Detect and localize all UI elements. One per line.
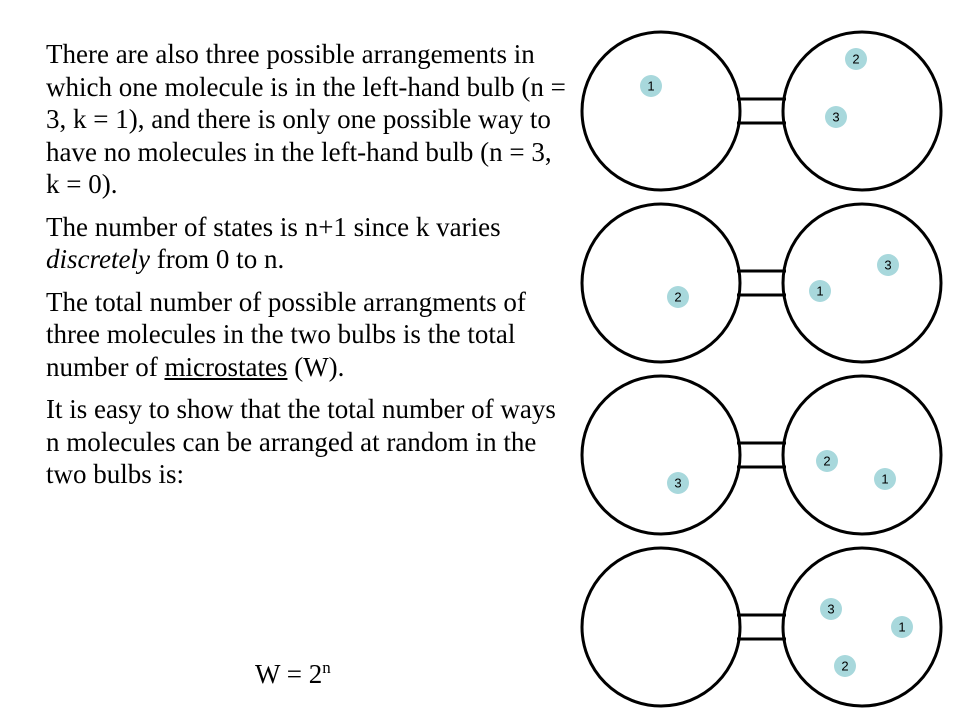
right-bulb — [781, 202, 943, 364]
total-text-end: (W). — [287, 351, 345, 382]
left-bulb — [580, 546, 742, 708]
total-text-start: The total number of possible arrangments… — [46, 286, 526, 382]
molecule-3 — [820, 598, 842, 620]
states-text-start: The number of states is n+1 since k vari… — [46, 211, 501, 242]
molecule-label-2: 2 — [823, 454, 830, 469]
molecule-1 — [809, 280, 831, 302]
molecule-label-1: 1 — [881, 472, 888, 487]
formula-w-equals-2-to-n: W = 2n — [255, 658, 331, 690]
paragraph-arrangements: There are also three possible arrangemen… — [46, 39, 566, 199]
molecule-3 — [667, 472, 689, 494]
microstates-term: microstates — [164, 351, 288, 382]
molecule-1 — [891, 616, 913, 638]
bulb-pair-1: 1 2 3 — [580, 30, 943, 192]
molecule-3 — [877, 254, 899, 276]
molecule-2 — [834, 655, 856, 677]
molecule-label-1: 1 — [647, 79, 654, 94]
right-bulb — [781, 546, 943, 708]
bulb-diagrams: 1 2 3 2 1 3 3 2 1 3 1 2 — [580, 20, 960, 720]
bulb-pair-3: 3 2 1 — [580, 374, 943, 536]
paragraph-easy-to-show: It is easy to show that the total number… — [46, 394, 556, 489]
molecule-label-3: 3 — [884, 258, 891, 273]
bulb-pair-2: 2 1 3 — [580, 202, 943, 364]
bulb-diagram-canvas: 1 2 3 2 1 3 3 2 1 3 1 2 — [580, 30, 943, 708]
molecule-label-3: 3 — [674, 476, 681, 491]
left-bulb — [580, 30, 742, 192]
paragraph-total-arrangements: The total number of possible arrangments… — [46, 286, 566, 384]
molecule-label-3: 3 — [832, 110, 839, 125]
molecule-label-3: 3 — [827, 602, 834, 617]
molecule-label-1: 1 — [816, 284, 823, 299]
molecule-1 — [874, 468, 896, 490]
right-bulb — [781, 30, 943, 192]
text-column: There are also three possible arrangemen… — [46, 38, 566, 501]
left-bulb — [580, 374, 742, 536]
paragraph-number-of-states: The number of states is n+1 since k vari… — [46, 211, 566, 276]
left-bulb — [580, 202, 742, 364]
formula-exponent: n — [322, 658, 331, 677]
molecule-label-2: 2 — [852, 52, 859, 67]
molecule-3 — [825, 106, 847, 128]
molecule-label-1: 1 — [898, 620, 905, 635]
molecule-2 — [667, 286, 689, 308]
molecule-2 — [816, 450, 838, 472]
discretely-emphasis: discretely — [46, 244, 150, 274]
molecule-2 — [845, 48, 867, 70]
bulb-pair-4: 3 1 2 — [580, 546, 943, 708]
molecule-label-2: 2 — [674, 290, 681, 305]
molecule-1 — [640, 75, 662, 97]
right-bulb — [781, 374, 943, 536]
molecule-label-2: 2 — [841, 659, 848, 674]
states-text-end: from 0 to n. — [149, 244, 285, 274]
formula-base: W = 2 — [255, 659, 323, 689]
